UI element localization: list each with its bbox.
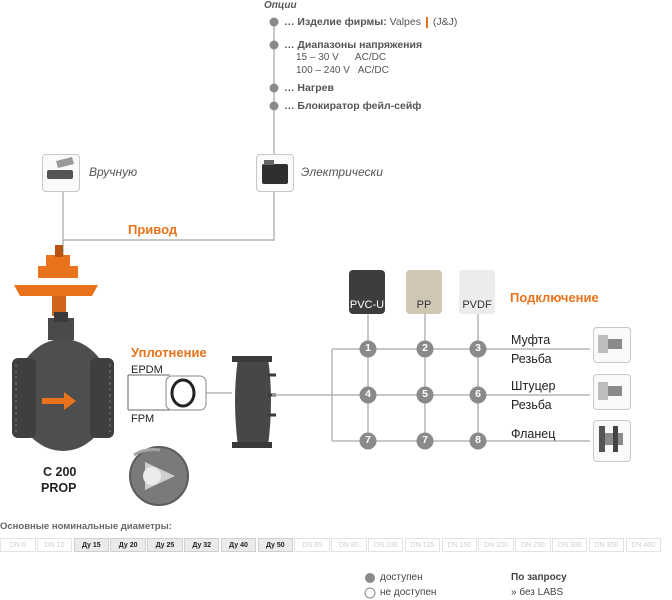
union-nut-icon [232, 356, 276, 448]
dn-cell[interactable]: DN 65 [294, 538, 330, 552]
dn-cell[interactable]: DN 6 [0, 538, 36, 552]
dn-cell[interactable]: Ду 25 [147, 538, 183, 552]
dn-cell[interactable]: DN 80 [331, 538, 367, 552]
valve-name-line1: C 200 [43, 465, 77, 479]
node-label[interactable]: 3 [475, 342, 481, 354]
legend-available-dot [365, 573, 375, 583]
node-label[interactable]: 1 [365, 342, 371, 354]
connection-label-spigot-thread: Резьба [511, 398, 552, 412]
actuator-title: Привод [128, 222, 178, 237]
connection-label-spigot: Штуцер [511, 379, 556, 393]
node-label[interactable]: 4 [365, 388, 371, 400]
seal-option-fpm[interactable]: FPM [131, 413, 155, 425]
material-tails [363, 308, 483, 314]
actuator-link-line [62, 190, 275, 241]
dn-cell[interactable]: Ду 20 [110, 538, 146, 552]
orange-handle-icon [14, 245, 98, 316]
option-dot [269, 17, 279, 27]
legend-unavailable-dot [364, 587, 376, 599]
on-request-item: » без LABS [511, 587, 564, 598]
option-prefix: … [284, 16, 298, 28]
option-label: Изделие фирмы: [297, 16, 387, 28]
option-prefix: … [284, 82, 298, 94]
dn-cell[interactable]: DN 300 [551, 538, 588, 552]
option-failsafe: … Блокиратор фейл-сейф [284, 100, 421, 112]
connection-label-flange: Фланец [511, 427, 556, 441]
material-pvdf[interactable]: PVDF [459, 270, 495, 314]
option-dot [269, 40, 279, 50]
valve-name-line2: PROP [41, 481, 77, 495]
option-value-suffix: (J&J) [429, 16, 458, 28]
dn-cell[interactable]: DN 400 [625, 538, 662, 552]
option-label: Блокиратор фейл-сейф [297, 100, 422, 112]
material-pvc-u[interactable]: PVC-U [349, 270, 385, 314]
node-circles [359, 340, 487, 450]
connection-title: Подключение [510, 290, 599, 305]
connection-label-socket-thread: Резьба [511, 352, 552, 366]
node-label[interactable]: 5 [422, 388, 428, 400]
electric-actuator-glyph [262, 160, 288, 184]
option-heating: … Нагрев [284, 82, 334, 94]
fitting-glyphs [598, 335, 623, 452]
option-voltage-range-2: 100 – 240 V AC/DC [296, 65, 389, 76]
option-dot [269, 101, 279, 111]
node-label[interactable]: 2 [422, 342, 428, 354]
option-value: Valpes [389, 16, 421, 28]
o-ring-icon [165, 375, 207, 411]
dn-cell[interactable]: DN 150 [441, 538, 478, 552]
dn-cell[interactable]: DN 125 [404, 538, 441, 552]
node-label[interactable]: 7 [422, 434, 428, 446]
option-prefix: … [284, 39, 298, 51]
node-label[interactable]: 8 [475, 434, 481, 446]
option-voltage-range-1: 15 – 30 V AC/DC [296, 52, 387, 63]
legend-available-label: доступен [380, 572, 423, 583]
dn-cell[interactable]: DN 250 [515, 538, 551, 552]
dn-cell[interactable]: Ду 50 [257, 538, 294, 552]
seal-bracket [127, 374, 232, 411]
dn-cell[interactable]: DN 10 [36, 538, 73, 552]
dn-cell[interactable]: Ду 15 [73, 538, 110, 552]
sealing-title: Уплотнение [131, 345, 207, 360]
option-manufacturer: … Изделие фирмы: Valpes (J&J) [284, 16, 457, 28]
dn-cell[interactable]: DN 100 [367, 538, 404, 552]
valve-body-icon [12, 312, 114, 451]
electric-label: Электрически [301, 165, 383, 179]
dn-cell[interactable]: DN 200 [478, 538, 514, 552]
dn-cell[interactable]: Ду 40 [220, 538, 257, 552]
connection-label-socket: Муфта [511, 333, 551, 347]
legend-unavailable-label: не доступен [380, 587, 437, 598]
on-request-title: По запросу [511, 572, 567, 583]
dn-cell[interactable]: DN 350 [588, 538, 625, 552]
option-prefix: … [284, 100, 298, 112]
accent-bar [425, 16, 428, 28]
valve-ball-icon [129, 446, 189, 506]
option-label: Диапазоны напряжения [297, 39, 423, 51]
nominal-size-row: DN 6 DN 10 Ду 15 Ду 20 Ду 25 Ду 32 Ду 40… [0, 538, 662, 552]
option-voltage: … Диапазоны напряжения [284, 39, 422, 51]
node-label[interactable]: 7 [365, 434, 371, 446]
manual-label: Вручную [89, 165, 138, 179]
nominal-heading: Основные номинальные диаметры: [0, 521, 172, 532]
node-label[interactable]: 6 [475, 388, 481, 400]
options-heading: Опции [264, 0, 297, 11]
dn-cell[interactable]: Ду 32 [183, 538, 220, 552]
connection-grid [272, 312, 590, 442]
manual-actuator-glyph [47, 157, 74, 179]
option-dot [269, 83, 279, 93]
option-label: Нагрев [297, 82, 334, 94]
seal-option-epdm[interactable]: EPDM [131, 364, 163, 376]
